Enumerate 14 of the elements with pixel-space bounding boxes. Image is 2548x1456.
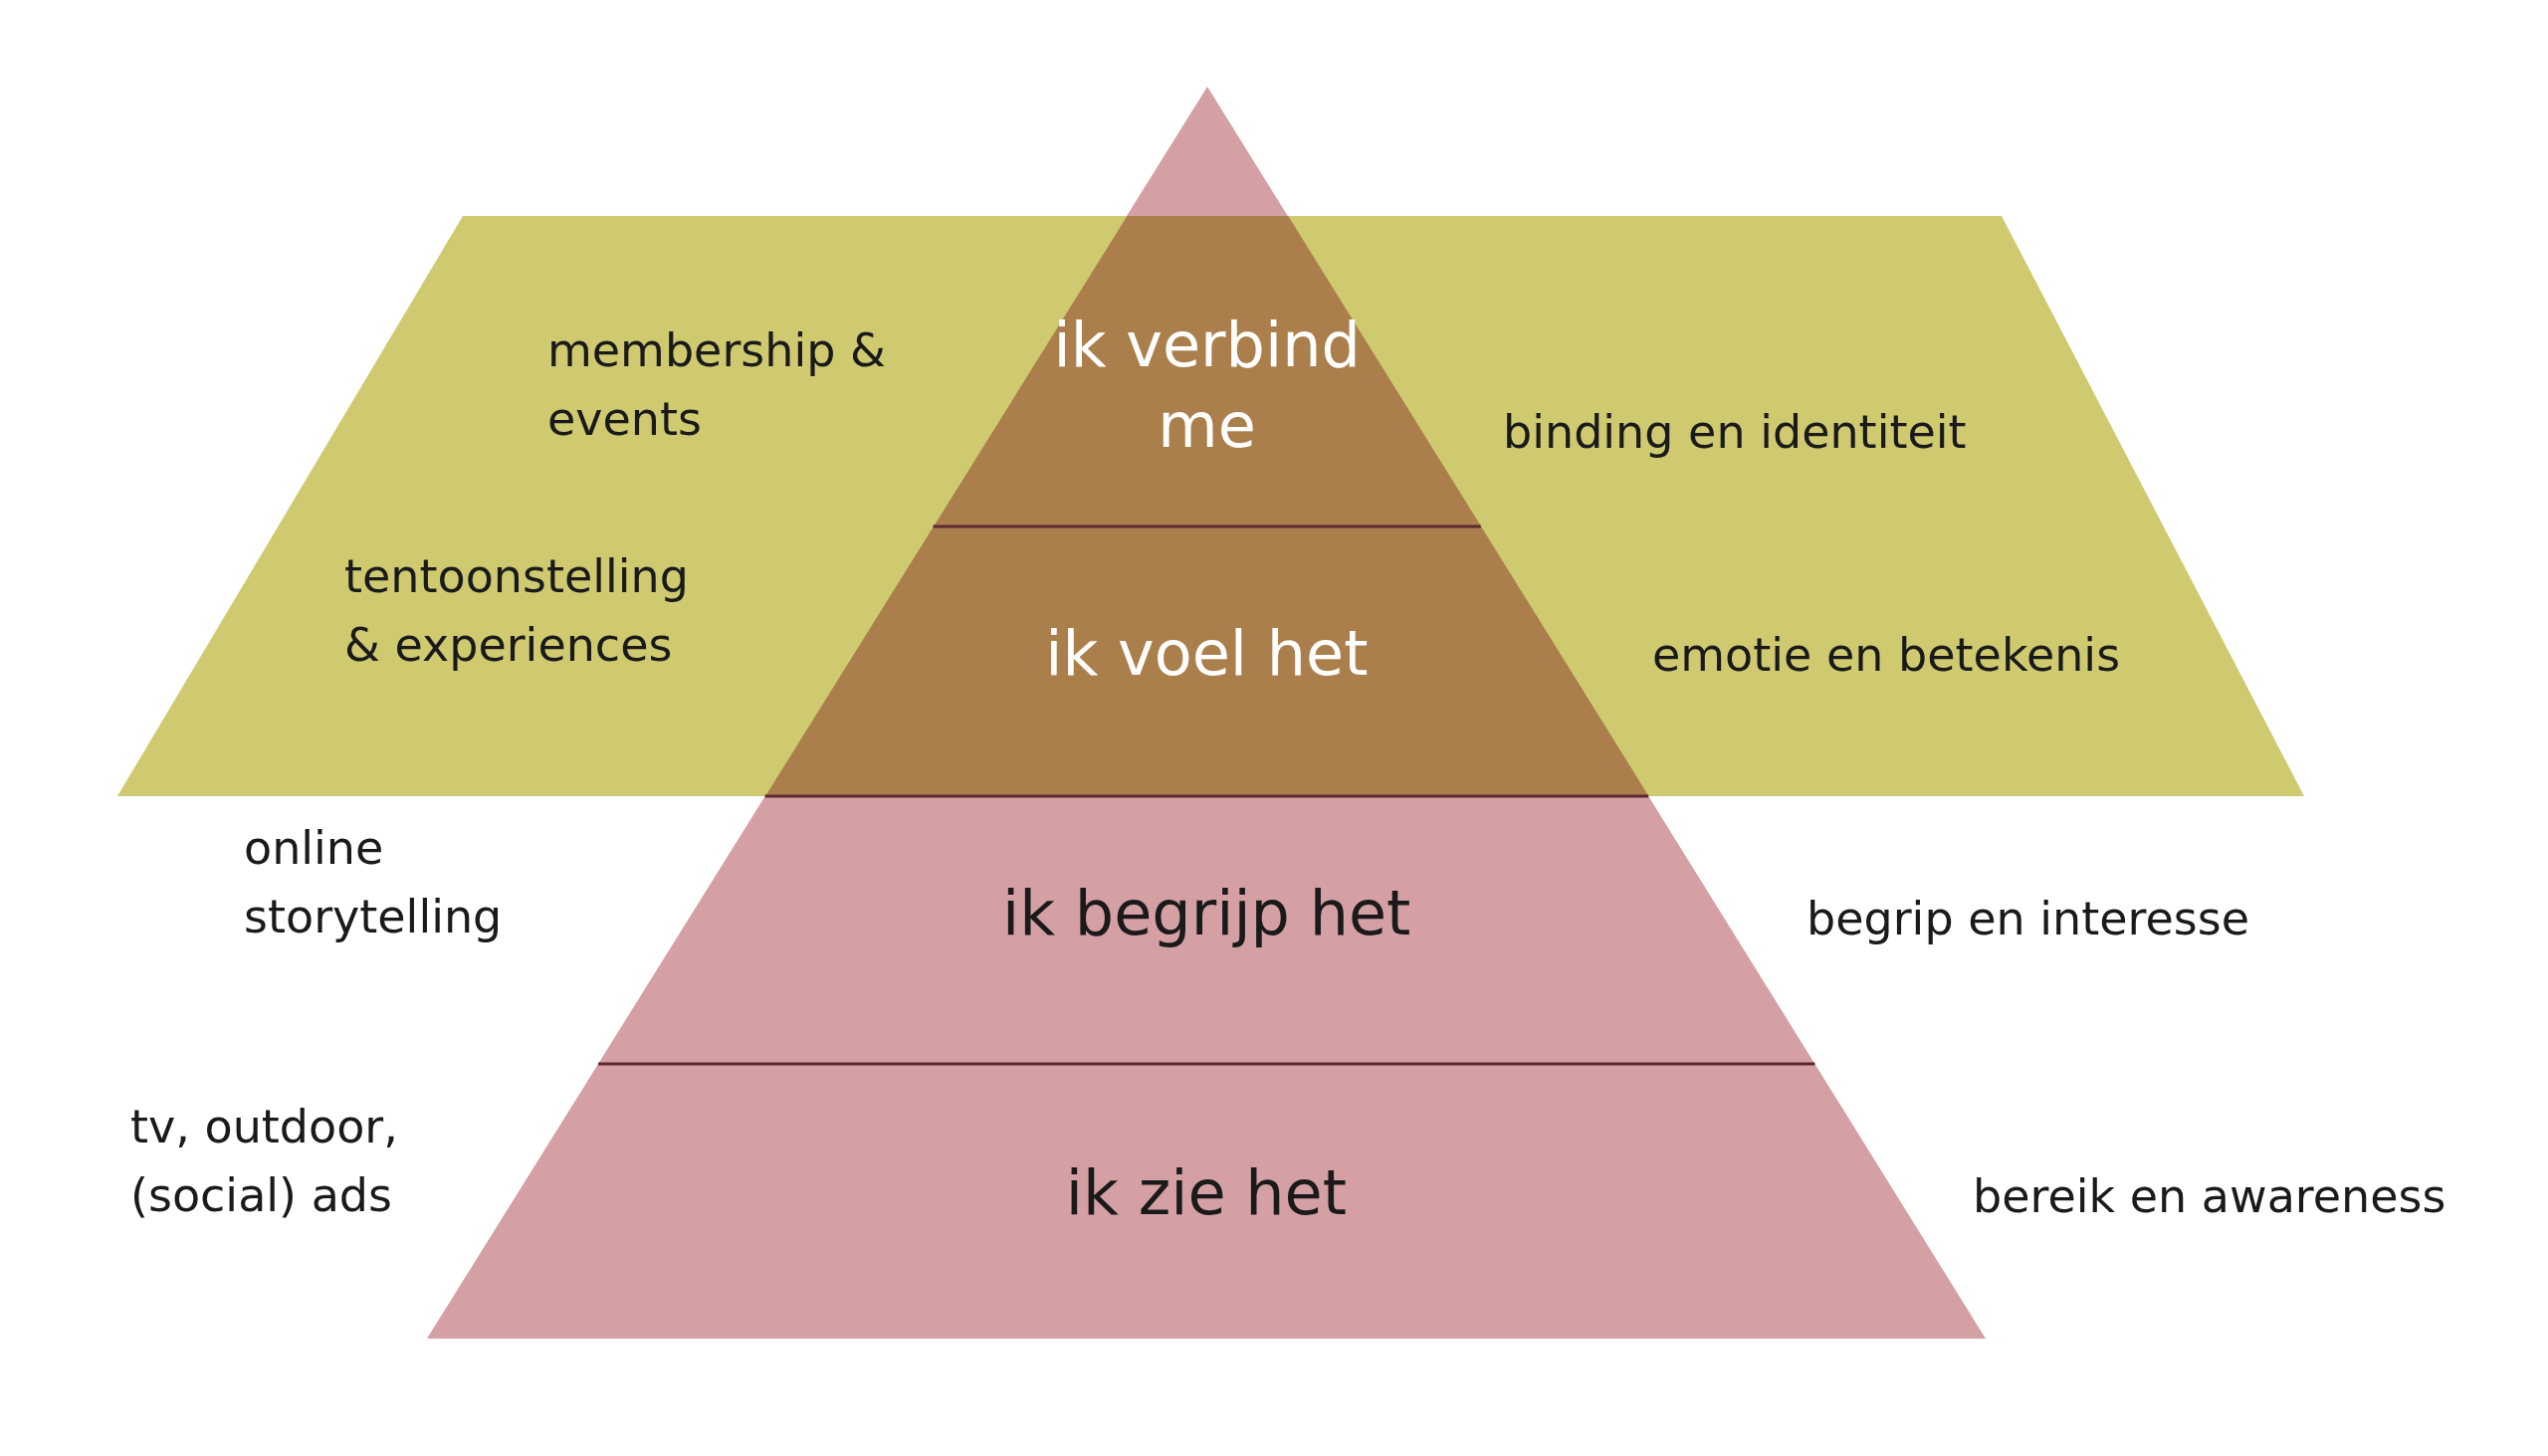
level-label: ik verbind me [1052, 308, 1362, 464]
level-label: ik begrijp het [1001, 876, 1412, 951]
channel-label: membership & events [547, 322, 887, 448]
level-description: bereik en awareness [1973, 1168, 2446, 1225]
level-description: emotie en betekenis [1652, 627, 2121, 684]
channel-label: tentoonstelling & experiences [344, 548, 690, 674]
level-label: ik zie het [1064, 1155, 1349, 1231]
pyramid-level [933, 216, 1481, 526]
level-description: binding en identiteit [1503, 404, 1967, 461]
level-description: begrip en interesse [1806, 891, 2249, 947]
pyramid-level [764, 526, 1649, 796]
channel-label: online storytelling [244, 820, 504, 945]
channel-label: tv, outdoor, (social) ads [130, 1099, 399, 1224]
level-label: ik voel het [1044, 616, 1370, 692]
